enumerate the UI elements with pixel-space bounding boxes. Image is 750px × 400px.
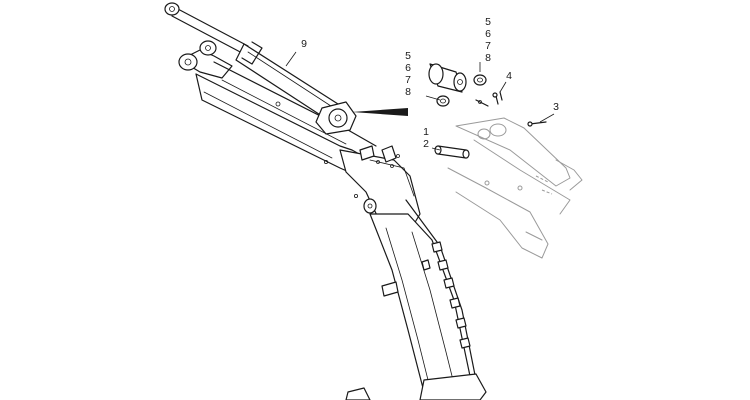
boom-arm	[178, 40, 487, 400]
arm-cylinder	[164, 2, 339, 121]
exploded-parts	[428, 63, 547, 159]
callout-3: 3	[553, 101, 559, 113]
callout-8-left: 8	[405, 86, 411, 98]
callout-2: 2	[423, 138, 429, 150]
callout-labels: 9 5 6 7 8 5 6 7 8 4 3 1 2	[301, 16, 559, 150]
callout-6-right: 6	[485, 28, 491, 40]
callout-1: 1	[423, 126, 429, 138]
callout-6-left: 6	[405, 62, 411, 74]
callout-5-left: 5	[405, 50, 411, 62]
callout-7-right: 7	[485, 40, 491, 52]
phantom-linkage	[447, 117, 583, 259]
callout-4: 4	[506, 70, 512, 82]
callout-5-right: 5	[485, 16, 491, 28]
leader-lines	[285, 51, 555, 151]
bolt-tabs	[421, 241, 471, 349]
callout-8-right: 8	[485, 52, 491, 64]
callout-9: 9	[301, 38, 307, 50]
callout-7-left: 7	[405, 74, 411, 86]
